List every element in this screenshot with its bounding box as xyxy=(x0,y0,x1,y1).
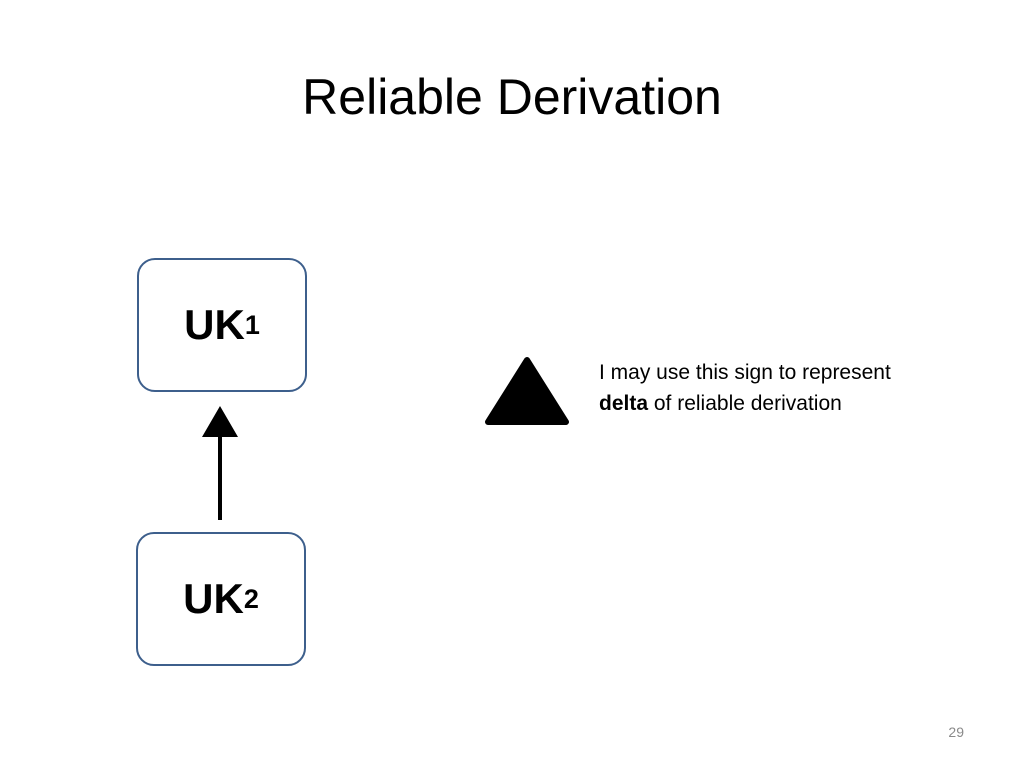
derivation-arrowhead xyxy=(202,406,238,437)
delta-note: I may use this sign to represent delta o… xyxy=(599,357,899,419)
delta-note-text-after: of reliable derivation xyxy=(653,392,842,415)
page-number: 29 xyxy=(948,724,964,740)
delta-note-bold: delta xyxy=(599,392,649,415)
derivation-arrow xyxy=(202,406,238,520)
delta-triangle-icon xyxy=(485,357,569,425)
node-uk1-label: UK xyxy=(184,301,245,348)
slide-title: Reliable Derivation xyxy=(302,69,722,125)
delta-note-text-before: I may use this sign to represent xyxy=(599,361,891,384)
node-uk2-label: UK xyxy=(183,575,244,622)
